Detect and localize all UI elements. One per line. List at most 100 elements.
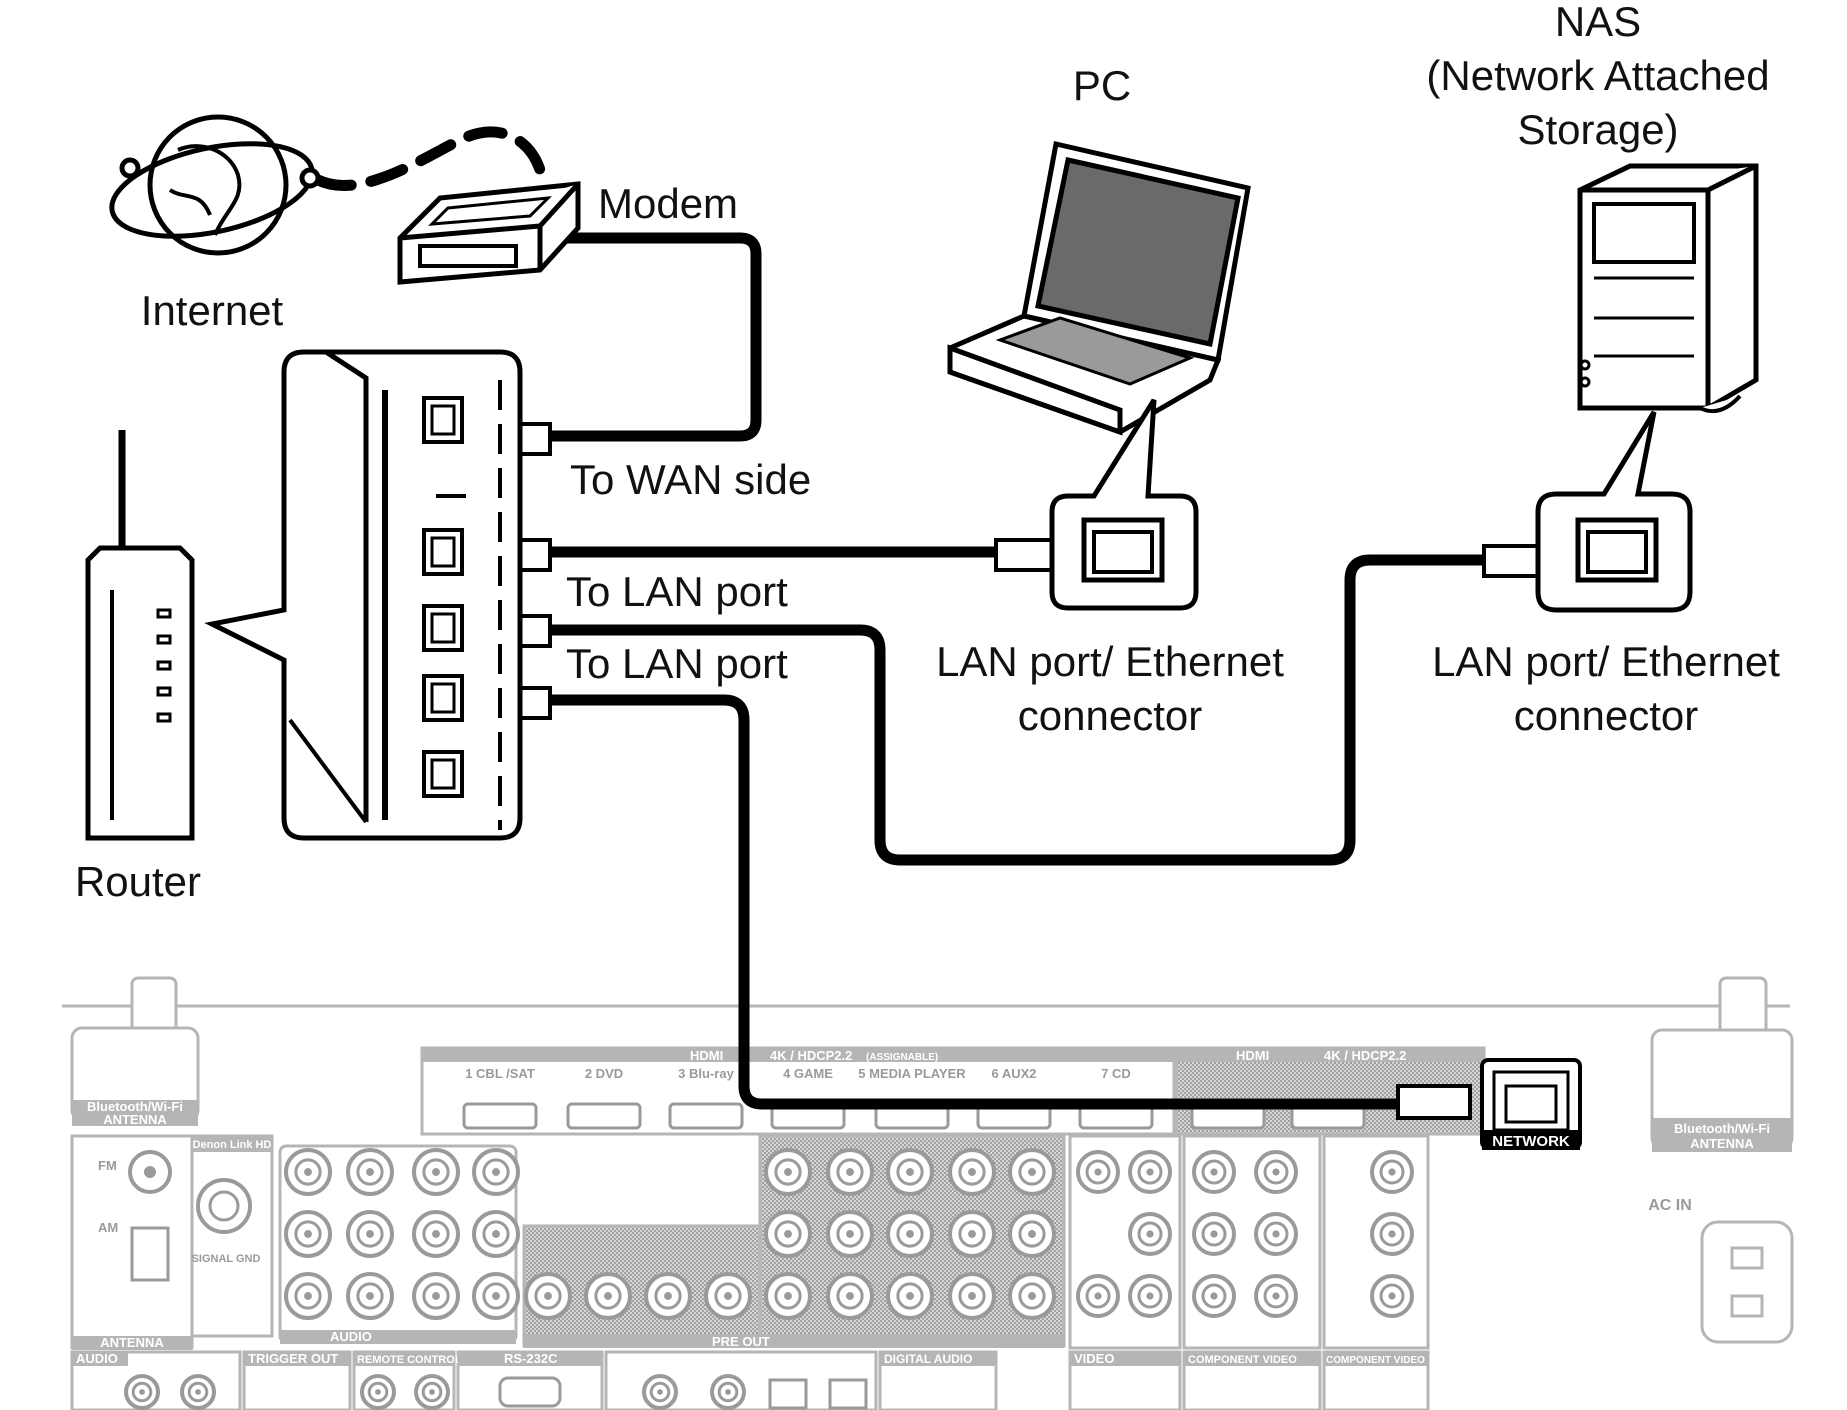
hdmi-in-spec: 4K / HDCP2.2 xyxy=(770,1048,852,1063)
svg-text:FM: FM xyxy=(98,1158,117,1173)
cables xyxy=(312,126,1496,1110)
bottom-rca-1-pin xyxy=(195,1389,201,1395)
audio-rca-1-1-pin xyxy=(366,1230,374,1238)
preout-rca-4-pin xyxy=(1028,1168,1036,1176)
audio-rca-0-2-pin xyxy=(432,1168,440,1176)
svg-text:REMOTE CONTROL: REMOTE CONTROL xyxy=(357,1354,462,1366)
hdmi-in-label-6: 6 AUX2 xyxy=(991,1066,1036,1081)
router-port-inner-5 xyxy=(430,758,456,790)
nas-cable xyxy=(544,554,1496,866)
hdmi-in-port-3 xyxy=(668,1102,744,1130)
hdmi-in-port-2 xyxy=(566,1102,642,1130)
bottom-rca-5-pin xyxy=(725,1389,731,1395)
svg-text:AUDIO: AUDIO xyxy=(76,1351,118,1366)
plugs xyxy=(476,422,1552,1120)
hdmi-in-title: HDMI xyxy=(690,1048,723,1063)
svg-text:COMPONENT VIDEO: COMPONENT VIDEO xyxy=(1188,1354,1297,1366)
laptop-icon xyxy=(947,140,1251,436)
hdmi-in-label-4: 4 GAME xyxy=(783,1066,833,1081)
preout-rca-7-pin xyxy=(906,1230,914,1238)
svg-text:VIDEO: VIDEO xyxy=(1074,1351,1114,1366)
svg-text:ANTENNA: ANTENNA xyxy=(100,1335,164,1350)
preout-rca-18-pin xyxy=(1028,1292,1036,1300)
receiver-cable xyxy=(544,694,1406,1110)
network-label: NETWORK xyxy=(1492,1133,1570,1150)
svg-text:TRIGGER OUT: TRIGGER OUT xyxy=(248,1351,338,1366)
svg-text:RS-232C: RS-232C xyxy=(504,1351,558,1366)
nas-label-3: Storage) xyxy=(1517,106,1678,153)
preout-rca-1-pin xyxy=(846,1168,854,1176)
nas-port-label-1: LAN port/ Ethernet xyxy=(1432,638,1780,685)
svg-text:AM: AM xyxy=(98,1220,118,1235)
wan-cable xyxy=(544,232,762,442)
video-rca-6-pin xyxy=(1272,1168,1280,1176)
audio-rca-1-2-pin xyxy=(432,1230,440,1238)
pc-lan-port-callout xyxy=(1049,398,1199,611)
preout-rca-14-pin xyxy=(784,1292,792,1300)
pc-port-label-1: LAN port/ Ethernet xyxy=(936,638,1284,685)
hdmi-in-port-1 xyxy=(462,1102,538,1130)
network-plug xyxy=(1396,1084,1472,1120)
preout-rca-16-pin xyxy=(906,1292,914,1300)
bt-left-label: Bluetooth/Wi-Fi xyxy=(87,1099,183,1114)
video-rca-7-pin xyxy=(1210,1230,1218,1238)
video-rca-12-pin xyxy=(1388,1230,1396,1238)
video-rca-0-pin xyxy=(1094,1168,1102,1176)
svg-text:ANTENNA: ANTENNA xyxy=(103,1112,167,1127)
ac-inlet-icon xyxy=(1700,1220,1794,1344)
router-label: Router xyxy=(75,858,201,905)
video-rca-10-pin xyxy=(1272,1292,1280,1300)
to-lan-label-2: To LAN port xyxy=(566,640,788,687)
svg-text:(ASSIGNABLE): (ASSIGNABLE) xyxy=(866,1052,938,1063)
nas-label-2: (Network Attached xyxy=(1426,52,1769,99)
preout-rca-15-pin xyxy=(846,1292,854,1300)
nas-label-1: NAS xyxy=(1555,0,1641,45)
video-rca-11-pin xyxy=(1388,1168,1396,1176)
bottom-rca-4-pin xyxy=(657,1389,663,1395)
receiver-rear-panel: Bluetooth/Wi-Fi ANTENNA Bluetooth/Wi-Fi … xyxy=(62,976,1794,1410)
pc-port-label-2: connector xyxy=(1018,692,1202,739)
modem-label: Modem xyxy=(598,180,738,227)
video-rca-9-pin xyxy=(1210,1292,1218,1300)
hdmi-out-title: HDMI xyxy=(1236,1048,1269,1063)
audio-rca-1-3-pin xyxy=(492,1230,500,1238)
video-rca-5-pin xyxy=(1210,1168,1218,1176)
svg-text:Bluetooth/Wi-Fi: Bluetooth/Wi-Fi xyxy=(1674,1121,1770,1136)
audio-rca-2-2-pin xyxy=(432,1292,440,1300)
svg-text:SIGNAL GND: SIGNAL GND xyxy=(192,1253,261,1265)
modem-icon xyxy=(397,181,581,285)
preout-rca-12-pin xyxy=(664,1292,672,1300)
router-callout xyxy=(204,349,523,841)
to-wan-label: To WAN side xyxy=(570,456,811,503)
network-jack: NETWORK xyxy=(1480,1058,1582,1150)
preout-rca-8-pin xyxy=(968,1230,976,1238)
video-rca-8-pin xyxy=(1272,1230,1280,1238)
svg-text:Denon Link HD: Denon Link HD xyxy=(193,1139,272,1151)
hdmi-in-label-5: 5 MEDIA PLAYER xyxy=(858,1066,966,1081)
video-rca-1-pin xyxy=(1146,1168,1154,1176)
optical-port-2 xyxy=(828,1378,868,1410)
preout-rca-2-pin xyxy=(906,1168,914,1176)
svg-text:PRE OUT: PRE OUT xyxy=(712,1334,770,1349)
nas-port-label-2: connector xyxy=(1514,692,1698,739)
preout-rca-9-pin xyxy=(1028,1230,1036,1238)
globe-icon xyxy=(109,114,321,256)
svg-text:ANTENNA: ANTENNA xyxy=(1690,1136,1754,1151)
video-rca-4-pin xyxy=(1146,1292,1154,1300)
preout-rca-13-pin xyxy=(724,1292,732,1300)
preout-rca-10-pin xyxy=(544,1292,552,1300)
nas-icon xyxy=(1577,163,1759,413)
router-icon xyxy=(85,430,195,841)
audio-rca-0-3-pin xyxy=(492,1168,500,1176)
bluetooth-antenna-right-icon: Bluetooth/Wi-Fi ANTENNA xyxy=(1650,976,1794,1152)
bottom-rca-2-pin xyxy=(375,1389,381,1395)
preout-rca-6-pin xyxy=(846,1230,854,1238)
svg-text:DIGITAL AUDIO: DIGITAL AUDIO xyxy=(884,1352,972,1366)
router-port-inner-1 xyxy=(430,404,456,436)
audio-rca-1-0-pin xyxy=(304,1230,312,1238)
to-lan-label-1: To LAN port xyxy=(566,568,788,615)
bottom-rca-3-pin xyxy=(429,1389,435,1395)
video-rca-13-pin xyxy=(1388,1292,1396,1300)
hdmi-in-label-3: 3 Blu-ray xyxy=(678,1066,734,1081)
